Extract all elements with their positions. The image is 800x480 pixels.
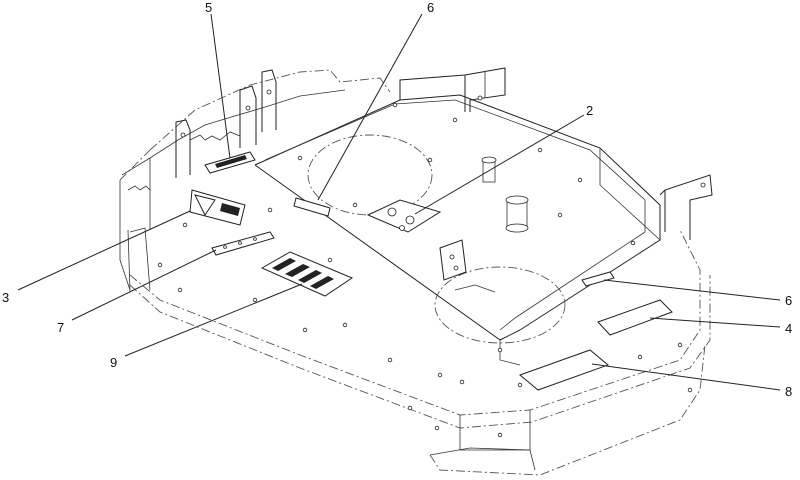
- leader-5: [210, 13, 231, 159]
- leader-6-lower: [603, 279, 781, 301]
- decal-3: [189, 189, 246, 226]
- leader-2: [414, 114, 585, 215]
- blade-openings: [307, 134, 566, 344]
- callout-6-upper: 6: [427, 0, 434, 15]
- callout-labels: 5 6 2 3 6 4 7 9 8: [2, 0, 792, 399]
- decal-4: [597, 299, 673, 336]
- mounting-brackets: [399, 67, 713, 240]
- decal-7: [211, 231, 275, 256]
- decals: [189, 151, 673, 391]
- deck-holes: [157, 102, 693, 438]
- decal-9: [260, 251, 354, 297]
- callout-5: 5: [205, 0, 212, 15]
- leader-9: [124, 283, 303, 357]
- callout-9: 9: [110, 355, 117, 370]
- leader-4: [649, 317, 781, 328]
- leader-3: [17, 210, 191, 291]
- decal-8: [519, 349, 609, 391]
- callout-6-lower: 6: [785, 293, 792, 308]
- leader-6-upper: [317, 13, 423, 201]
- leader-8: [591, 363, 781, 391]
- decal-6-lower: [581, 271, 615, 287]
- callout-2: 2: [586, 103, 593, 118]
- deck-outline: [127, 94, 711, 476]
- callout-7: 7: [57, 320, 64, 335]
- leader-7: [71, 249, 217, 321]
- callout-4: 4: [785, 321, 792, 336]
- spindle-parts: [366, 156, 529, 281]
- leader-lines: [17, 13, 781, 391]
- decal-6-upper: [293, 197, 331, 217]
- decal-5: [204, 151, 256, 174]
- callout-8: 8: [785, 384, 792, 399]
- callout-3: 3: [2, 290, 9, 305]
- rear-hitch-frame: [119, 69, 391, 291]
